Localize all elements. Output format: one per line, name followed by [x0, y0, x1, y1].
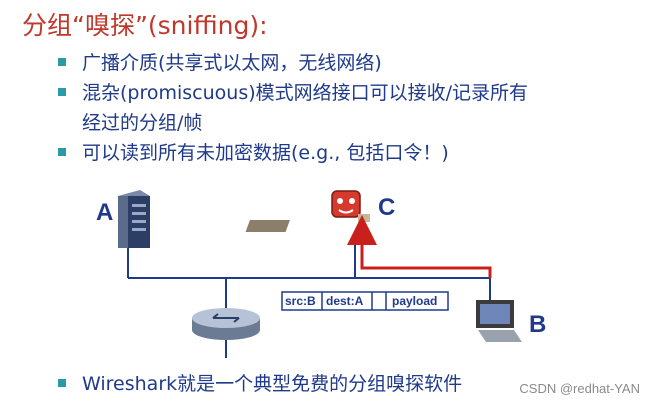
host-a-label: A: [96, 199, 113, 226]
slide-title: 分组“嗅探”(sniffing):: [22, 11, 268, 40]
router-icon: [192, 308, 260, 340]
bullet-square-icon: [58, 58, 66, 66]
bullet-list: 广播介质(共享式以太网，无线网络) 混杂(promiscuous)模式网络接口可…: [58, 48, 643, 168]
bullet-text: 可以读到所有未加密数据(e.g., 包括口令！): [82, 142, 449, 164]
bullet-text-continuation: 经过的分组/帧: [82, 112, 203, 134]
host-b-label: B: [529, 311, 546, 338]
workstation-icon: [476, 300, 522, 342]
packet-frame: src:B dest:A payload: [281, 291, 449, 311]
bullet-text: 混杂(promiscuous)模式网络接口可以接收/记录所有: [82, 82, 529, 104]
server-icon: [118, 190, 150, 248]
packet-path-arrow: [347, 215, 492, 278]
bottom-bullet-text: Wireshark就是一个典型免费的分组嗅探软件: [82, 373, 463, 395]
packet-src-field: src:B: [285, 294, 316, 308]
bullet-square-icon: [58, 148, 66, 156]
bullet-item: 混杂(promiscuous)模式网络接口可以接收/记录所有 经过的分组/帧: [58, 78, 643, 138]
packet-dest-field: dest:A: [326, 294, 364, 308]
host-c-label: C: [378, 194, 395, 221]
watermark: CSDN @redhat-YAN: [519, 381, 640, 396]
hacker-computer-icon: [245, 190, 370, 232]
packet-payload-field: payload: [392, 294, 437, 308]
bullet-square-icon: [58, 88, 66, 96]
bullet-item: 广播介质(共享式以太网，无线网络): [58, 48, 643, 78]
bullet-square-icon: [58, 379, 66, 387]
bottom-bullet-item: Wireshark就是一个典型免费的分组嗅探软件: [58, 369, 462, 396]
bullet-text: 广播介质(共享式以太网，无线网络): [82, 52, 382, 74]
bullet-item: 可以读到所有未加密数据(e.g., 包括口令！): [58, 138, 643, 168]
